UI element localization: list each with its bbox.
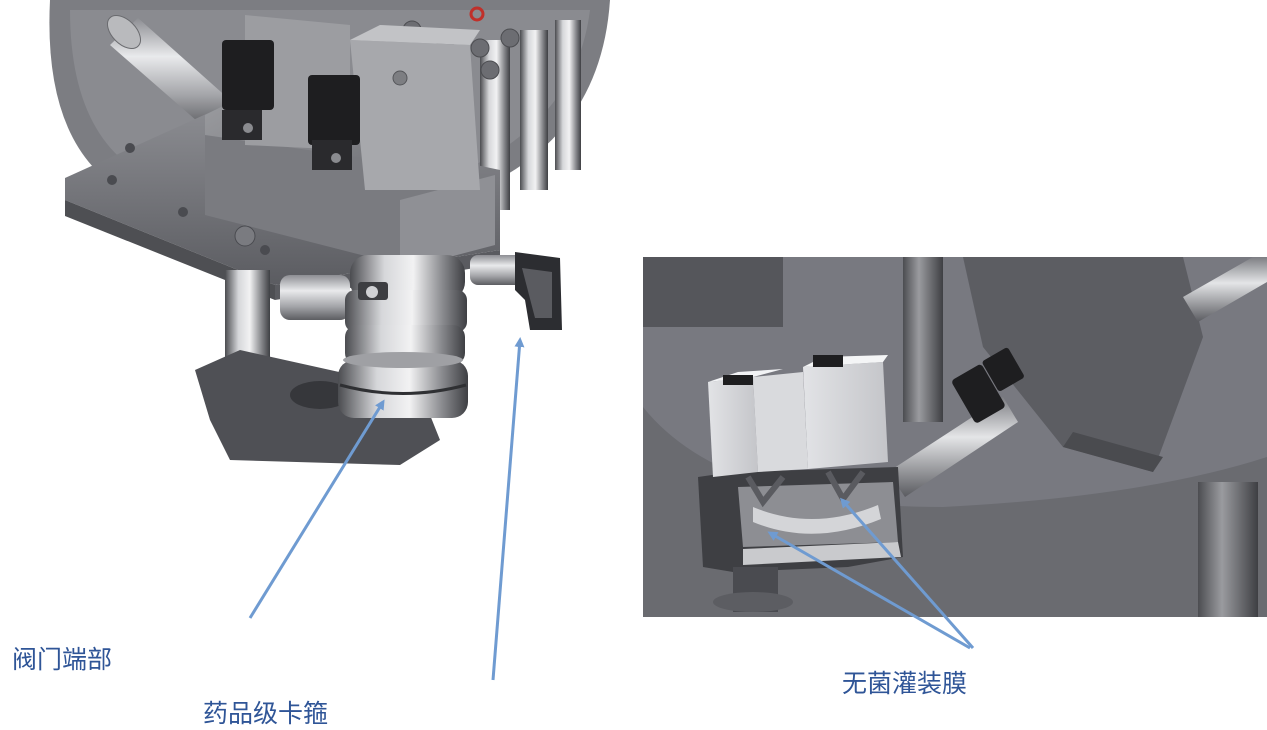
- valve-assembly-render: [49, 0, 611, 465]
- label-pharma-clamp: 药品级卡箍: [203, 699, 329, 728]
- support-column: [555, 20, 581, 170]
- aseptic-membrane: [745, 475, 786, 508]
- clamp-wing-nut: [470, 255, 525, 285]
- product-pipe: [888, 397, 1018, 497]
- membrane-cutaway-render: [643, 257, 1267, 617]
- inlet-pipe: [110, 18, 230, 128]
- solenoid-housing: [350, 40, 480, 190]
- solenoid-coil: [222, 40, 274, 110]
- solenoid-coil: [308, 75, 360, 145]
- pharma-clamp-band: [345, 290, 467, 332]
- label-aseptic-membrane: 无菌灌装膜: [842, 669, 968, 698]
- center-column: [903, 257, 943, 422]
- solenoid-coil: [952, 364, 1005, 423]
- drive-housing: [963, 257, 1203, 472]
- red-seal-ring: [469, 6, 485, 22]
- support-column: [520, 30, 548, 190]
- support-leg: [1198, 482, 1258, 617]
- side-port: [280, 275, 350, 320]
- solenoid-coil: [982, 347, 1024, 391]
- actuator-head: [708, 377, 758, 477]
- actuator-head: [803, 362, 888, 469]
- feed-pipe: [1183, 257, 1267, 322]
- label-valve-end: 阀门端部: [12, 645, 113, 674]
